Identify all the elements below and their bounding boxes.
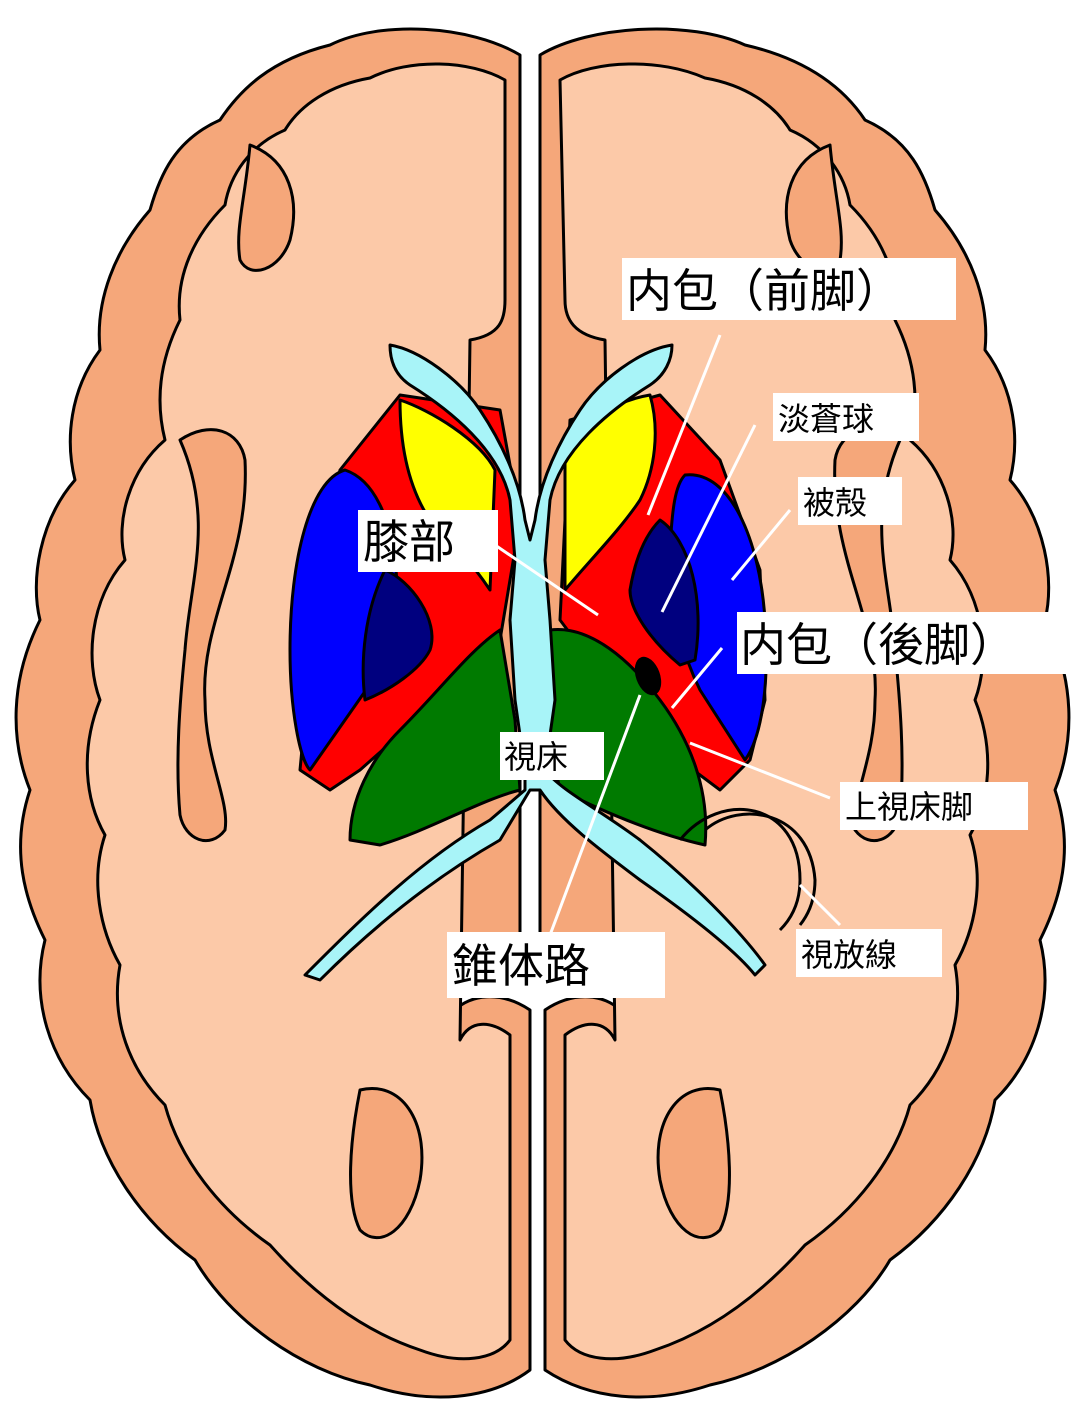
svg-text:視放線: 視放線 bbox=[801, 936, 897, 974]
right-hemisphere bbox=[538, 27, 1071, 1399]
label-posterior-limb: 内包（後脚） bbox=[737, 612, 1071, 674]
label-putamen: 被殻 bbox=[798, 477, 902, 525]
left-sulcus-upper bbox=[237, 143, 296, 272]
leader-superior-thalamic-peduncle bbox=[689, 741, 831, 800]
left-globus-pallidus bbox=[361, 568, 434, 702]
pyramidal-tract-dot bbox=[634, 656, 662, 696]
left-thalamus bbox=[348, 628, 522, 847]
label-globus-pallidus: 淡蒼球 bbox=[773, 393, 919, 441]
optic-radiation-curve-outer bbox=[678, 807, 802, 932]
leader-posterior-limb bbox=[670, 647, 724, 709]
label-optic-radiation: 視放線 bbox=[796, 929, 942, 977]
label-genu: 膝部 bbox=[358, 510, 498, 572]
leader-optic-radiation bbox=[798, 883, 842, 927]
leader-anterior-limb bbox=[646, 334, 722, 516]
right-white-matter bbox=[558, 62, 990, 1361]
svg-text:錐体路: 錐体路 bbox=[452, 939, 590, 993]
basal-ganglia-region bbox=[288, 343, 817, 982]
svg-text:視床: 視床 bbox=[504, 738, 568, 776]
lateral-ventricles bbox=[303, 343, 767, 982]
svg-text:内包（前脚）: 内包（前脚） bbox=[626, 264, 902, 318]
svg-text:淡蒼球: 淡蒼球 bbox=[778, 400, 874, 438]
label-thalamus: 視床 bbox=[500, 732, 604, 780]
right-sulcus-occipital bbox=[656, 1087, 731, 1240]
svg-text:膝部: 膝部 bbox=[363, 515, 455, 569]
svg-text:内包（後脚）: 内包（後脚） bbox=[740, 618, 1016, 672]
leader-pyramidal-tract bbox=[548, 694, 642, 936]
svg-text:被殻: 被殻 bbox=[803, 484, 867, 522]
labels: 内包（前脚） 淡蒼球 被殻 膝部 内包（後脚） 視床 上視床脚 視放線 bbox=[358, 258, 1071, 998]
svg-text:上視床脚: 上視床脚 bbox=[845, 788, 973, 826]
right-globus-pallidus bbox=[628, 518, 700, 667]
leader-genu bbox=[494, 543, 599, 617]
leader-lines bbox=[494, 334, 842, 936]
leader-globus-pallidus bbox=[660, 424, 757, 613]
left-sulcus-occipital bbox=[349, 1087, 424, 1240]
optic-radiation-curve-inner bbox=[704, 812, 817, 926]
label-superior-thalamic-peduncle: 上視床脚 bbox=[840, 782, 1028, 830]
label-pyramidal-tract: 錐体路 bbox=[447, 932, 665, 998]
left-sulcus-frontal bbox=[176, 428, 247, 843]
label-anterior-limb: 内包（前脚） bbox=[622, 258, 956, 320]
leader-putamen bbox=[730, 509, 792, 581]
